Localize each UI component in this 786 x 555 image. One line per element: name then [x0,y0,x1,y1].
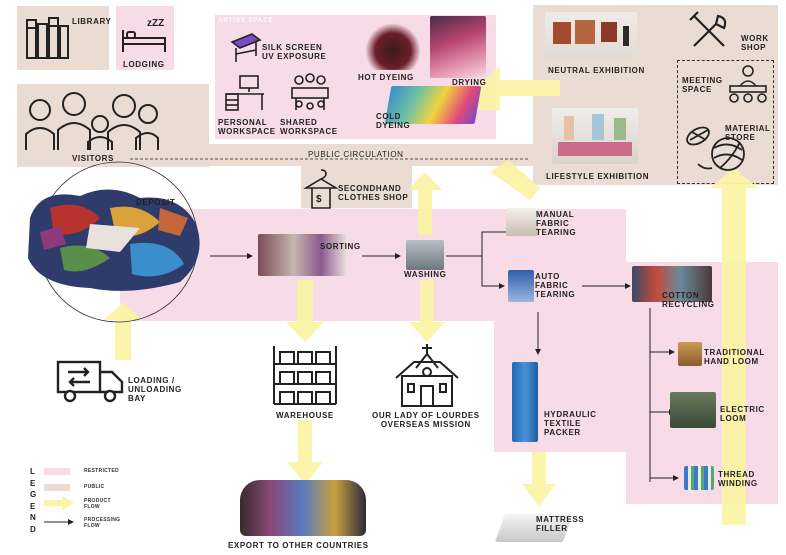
lodging-label: LODGING [123,60,165,69]
lifestyle-exhibition-photo [552,108,638,164]
yarn-icon [686,126,745,171]
desk-icon [225,75,264,111]
cold-dyeing-label: COLD DYEING [376,112,411,131]
loom-zone [626,262,778,504]
meeting-space-label: MEETING SPACE [682,76,723,95]
cotton-recycling-photo [632,266,712,302]
silk-screen-label: SILK SCREEN UV EXPOSURE [262,43,327,62]
family-icon [25,92,159,150]
hydraulic-packer-label: HYDRAULIC TEXTILE PACKER [544,410,597,438]
export-label: EXPORT TO OTHER COUNTRIES [228,541,369,550]
electric-loom-label: ELECTRIC LOOM [720,405,765,424]
legend-processing-flow-arrow [44,519,74,525]
auto-tearing-label: AUTO FABRIC TEARING [535,272,576,300]
legend-title: L E G E N D [30,467,38,534]
material-store-label: MATERIAL STORE [725,124,771,143]
thread-winding-label: THREAD WINDING [718,470,758,489]
tools-icon [689,11,727,47]
legend-product-flow-arrow [44,496,74,510]
drying-label: DRYING [452,78,487,87]
meeting-icon [729,65,767,103]
sorting-photo [258,234,348,276]
export-photo [240,480,366,536]
shared-workspace-label: SHARED WORKSPACE [280,118,338,137]
bed-icon: zZZ [122,18,166,52]
deposit-clothes-pile [28,189,200,291]
hanger-icon: $ [303,169,339,209]
mission-label: OUR LADY OF LOURDES OVERSEAS MISSION [372,411,480,430]
thread-winding-photo [684,466,714,490]
hot-dyeing-photo [366,22,420,70]
workshop-label: WORK SHOP [741,34,769,53]
legend-public-swatch [44,484,70,491]
warehouse-label: WAREHOUSE [276,411,334,420]
washing-label: WASHING [404,270,447,279]
auto-tearing-photo [508,270,534,302]
manual-tearing-label: MANUAL FABRIC TEARING [536,210,577,238]
visitors-label: VISITORS [72,154,114,163]
mattress-filler-label: MATTRESS FILLER [536,515,585,534]
svg-text:$: $ [316,194,322,205]
legend-product-flow-label: PRODUCT FLOW [84,498,111,510]
books-icon [26,17,69,59]
legend-restricted-label: RESTRICTED [84,468,119,474]
artist-space-label: ARTIST SPACE [218,18,274,24]
library-zone [17,6,109,70]
manual-tearing-photo [506,208,538,236]
washing-photo [406,240,444,270]
truck-icon [56,360,124,403]
neutral-exhibition-photo [545,12,637,58]
product-flow-arrows [104,66,758,525]
sorting-label: SORTING [320,242,361,251]
deposit-label: DEPOSIT [136,198,176,207]
meeting-table-icon [291,73,329,110]
library-label: LIBRARY [72,17,112,26]
public-circulation-zone [17,144,537,166]
hand-loom-photo [678,342,702,366]
legend-restricted-swatch [44,468,70,475]
hot-dyeing-label: HOT DYEING [358,73,414,82]
hand-loom-label: TRADITIONAL HAND LOOM [704,348,765,367]
lifestyle-exhibition-label: LIFESTYLE EXHIBITION [546,172,650,181]
legend-processing-flow-label: PROCESSING FLOW [84,517,121,529]
personal-workspace-label: PERSONAL WORKSPACE [218,118,276,137]
electric-loom-photo [670,392,716,428]
public-circulation-label: PUBLIC CIRCULATION [308,150,404,159]
secondhand-shop-label: SECONDHAND CLOTHES SHOP [338,184,409,203]
svg-text:zZZ: zZZ [147,18,164,29]
uv-exposure-icon [230,33,262,62]
shelving-icon [273,346,337,405]
loading-bay-label: LOADING / UNLOADING BAY [128,376,182,404]
processing-flow-lines [210,229,679,482]
cotton-recycling-label: COTTON RECYCLING [662,291,715,310]
secondhand-shop-zone [301,166,412,208]
legend-public-label: PUBLIC [84,484,105,490]
neutral-exhibition-label: NEUTRAL EXHIBITION [548,66,645,75]
hydraulic-packer-photo [512,362,538,442]
church-icon [395,344,459,407]
drying-photo [430,16,486,78]
